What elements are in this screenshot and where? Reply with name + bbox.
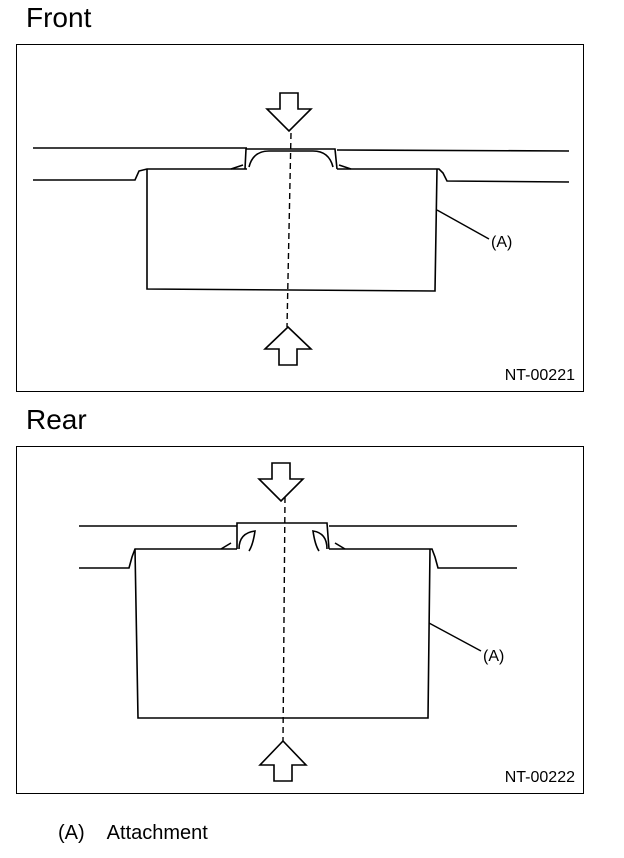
legend: (A) Attachment (58, 822, 208, 845)
press-arrow-down (257, 462, 305, 503)
front-title: Front (26, 2, 92, 33)
press-arrow-down (265, 92, 313, 133)
center-axis-line (282, 496, 286, 742)
callout-label: (A) (483, 648, 504, 665)
callout-leader (436, 209, 490, 240)
rear-title: Rear (26, 404, 87, 435)
callout-leader (428, 622, 482, 652)
figure-code: NT-00221 (504, 367, 575, 384)
center-plate (244, 148, 338, 170)
lower-body-line-right (329, 548, 517, 569)
attachment-block (134, 548, 431, 719)
front-diagram: (A) (33, 92, 570, 366)
legend-key: (A) (58, 822, 85, 844)
legend-text: Attachment (106, 822, 208, 844)
left-notch (238, 530, 256, 552)
front-diagram-panel: (A) NT-00221 (16, 44, 584, 392)
lower-body-line-left (33, 168, 247, 181)
lower-body-line-left (79, 548, 237, 569)
attachment-block (146, 168, 438, 292)
center-axis-line (286, 132, 292, 328)
press-arrow-up (258, 739, 308, 782)
lower-body-line-right (337, 168, 570, 183)
rear-diagram-panel: (A) NT-00222 (16, 446, 584, 794)
callout-label: (A) (491, 234, 512, 251)
center-plate (236, 522, 330, 550)
right-notch (312, 530, 328, 552)
rear-diagram: (A) (79, 462, 517, 782)
center-plate-fillet (248, 150, 334, 168)
upper-body-line-right (336, 149, 570, 152)
press-arrow-up (263, 325, 313, 366)
figure-code: NT-00222 (504, 769, 575, 786)
